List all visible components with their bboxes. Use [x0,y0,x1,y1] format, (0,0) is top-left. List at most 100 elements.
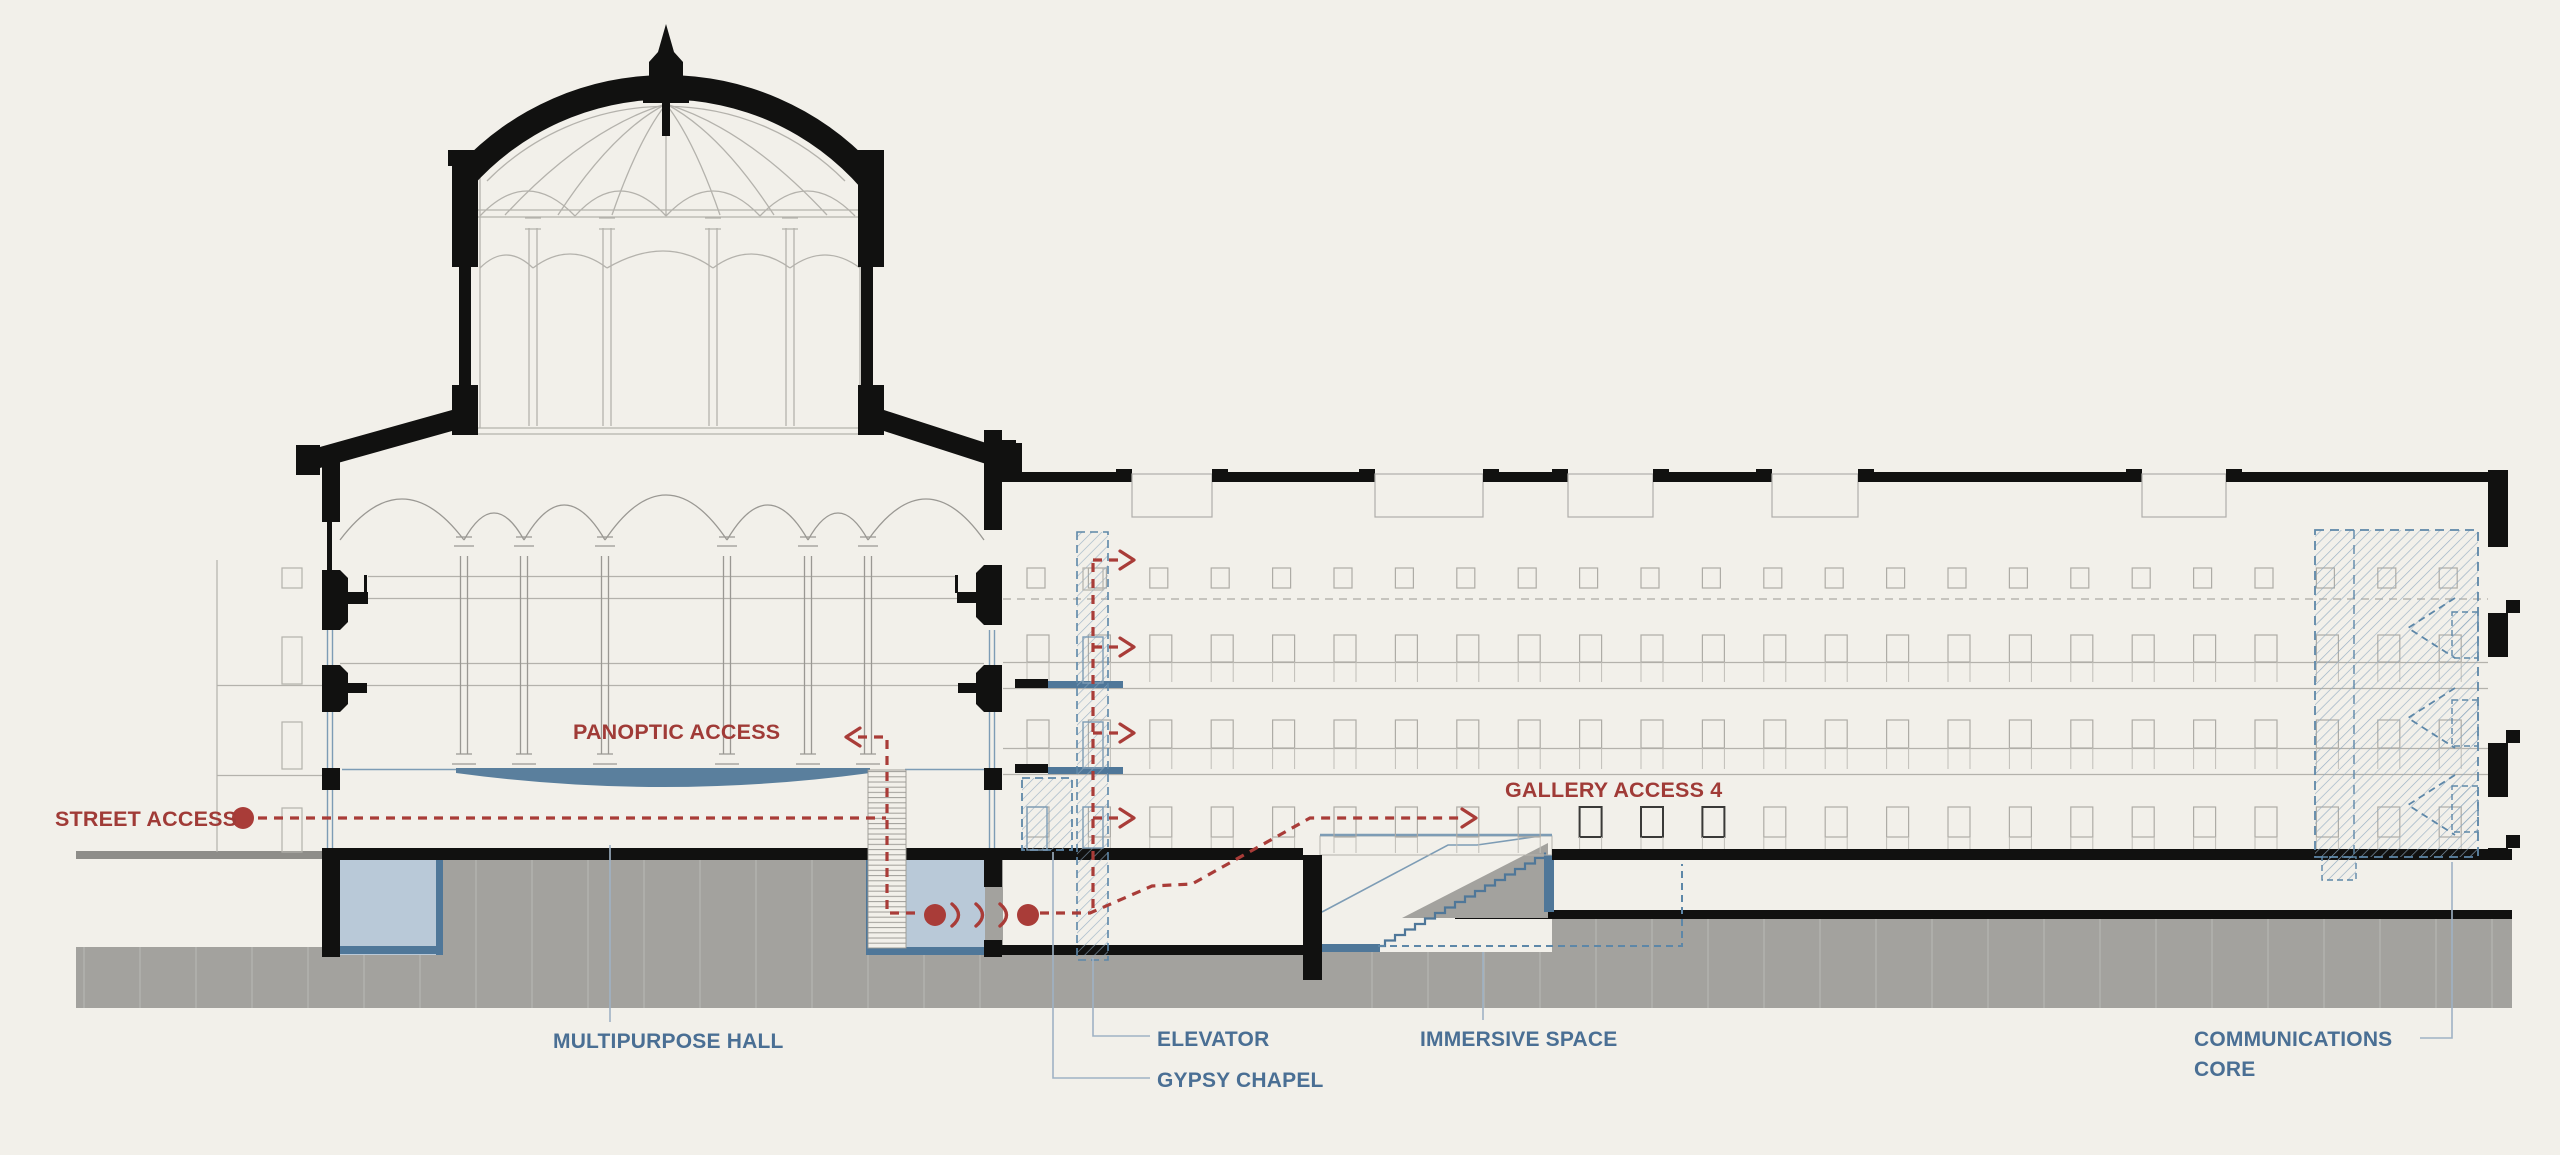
clerestory-row [1763,567,1783,589]
clerestory-row [1333,567,1353,589]
window-row-2 [1333,719,1357,749]
clerestory-row [2254,567,2274,589]
hall-floor-lines [340,575,984,771]
right-eave [884,410,1014,473]
window-row-3 [1578,634,1603,663]
circulation-node-dot [232,807,254,829]
clerestory-row [2070,567,2090,589]
window-row-3 [1824,634,1848,663]
lobby-right-wall [1303,855,1322,980]
label-gypsy-chapel: GYPSY CHAPEL [1157,1069,1324,1092]
window-row-1 [1885,806,1910,838]
clerestory-row [1456,567,1476,589]
window-row-2 [2070,719,2094,749]
label-elevator: ELEVATOR [1157,1028,1269,1051]
clerestory-row [1394,567,1415,589]
clerestory-row [1026,567,1046,589]
roof-slab [1016,472,1132,482]
circulation-node-dot [1017,904,1039,926]
window-row-3 [1149,634,1173,663]
dome-finial [643,24,689,103]
basement-slab [1455,910,2512,919]
window-row-2 [1885,719,1910,749]
clerestory-row [1640,567,1660,589]
label-leader-lines [609,845,2453,1079]
roof-slab [1858,472,2142,482]
window-row-3 [1271,634,1296,663]
clerestory-row [1578,567,1599,589]
window-row-1 [1394,806,1419,838]
drum-colonnade [479,217,861,426]
arrowhead-right [1118,636,1136,658]
window-row-3 [1210,634,1234,663]
panoptic-access-path [858,735,922,915]
left-building-walls [296,410,1022,957]
skylight-box [1567,473,1654,518]
parapet-block [2126,469,2142,482]
clerestory-row [1149,567,1169,589]
window-row-3 [1947,634,1971,663]
label-panoptic-access: PANOPTIC ACCESS [573,720,780,744]
gypsy-chapel-box [1021,777,1073,851]
label-immersive-space: IMMERSIVE SPACE [1420,1028,1617,1051]
hall-colonnade [339,494,985,765]
window-row-3 [2008,634,2033,663]
parapet-block [1116,469,1132,482]
window-row-3 [2070,634,2094,663]
clerestory-row [1271,567,1292,589]
roof-slab [2226,472,2508,482]
window-row-2 [2254,719,2278,749]
clerestory-row [2008,567,2029,589]
window-row-2 [1394,719,1419,749]
label-gallery-access: GALLERY ACCESS 4 [1505,778,1722,802]
window-row-3 [1394,634,1419,663]
right-building-walls [984,440,2520,980]
elevator-access-arrows [1091,549,1136,908]
stair-steps [1375,852,1547,948]
clerestory-row [1517,567,1537,589]
leader-gypsy-chapel [1052,852,1150,1079]
arrowhead-right [1118,807,1136,829]
parapet-block [1359,469,1375,482]
annotation-labels: STREET ACCESS PANOPTIC ACCESS GALLERY AC… [55,720,2392,1092]
window-row-1 [2131,806,2155,838]
label-communications-core-1: COMMUNICATIONS [2194,1028,2392,1051]
communications-core-zone [2314,529,2479,881]
dome-ribs [504,103,828,216]
window-row-1 [1210,806,1234,838]
ground-mass [76,851,2512,1008]
label-street-access: STREET ACCESS [55,807,237,831]
window-row-1 [1517,806,1541,838]
window-row-3 [1701,634,1726,663]
arrowhead-right [1118,549,1136,571]
window-row-2 [1578,719,1603,749]
window-row-1 [2254,806,2278,838]
window-row-3 [1885,634,1910,663]
window-row-2 [1456,719,1480,749]
chevron-right-icon [950,902,961,928]
lobby-floor-slab [984,945,1322,955]
window-row-1-door [1701,806,1726,838]
window-row-3 [1456,634,1480,663]
dome-vault-scallops [479,190,856,217]
window-row-2 [1640,719,1664,749]
left-wall-glazing [326,630,996,848]
parapet-block [1756,469,1772,482]
dome-shell [448,24,884,435]
window-row-2 [1026,719,1050,749]
window-row-3 [1026,634,1050,663]
skylight-box [1374,473,1484,518]
roof-slab [1212,472,1375,482]
roof-slab [1483,472,1568,482]
window-row-3 [2254,634,2278,663]
window-row-1-door [1578,806,1603,838]
skylight-box [1131,473,1213,518]
street-annex [216,560,322,853]
parapet-block [1552,469,1568,482]
window-row-2 [1763,719,1787,749]
window-row-1 [1763,806,1787,838]
window-row-2 [2131,719,2155,749]
window-row-2 [2193,719,2217,749]
